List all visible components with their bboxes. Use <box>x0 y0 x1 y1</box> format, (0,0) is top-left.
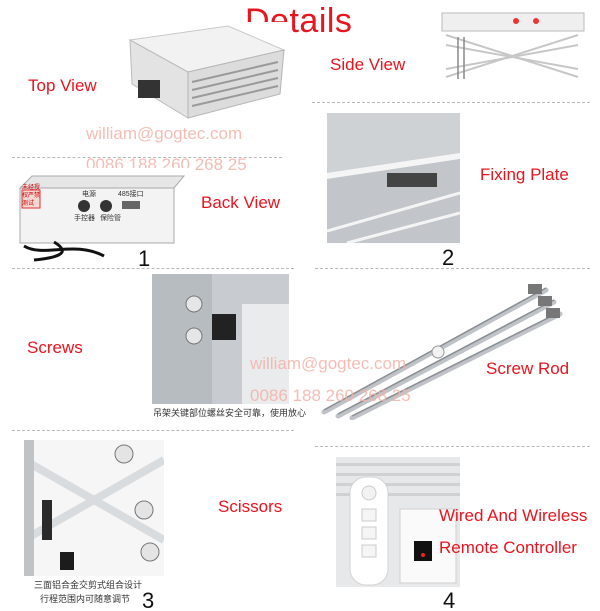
screws-caption: 吊架关键部位螺丝安全可靠，使用放心 <box>153 408 307 418</box>
back-panel-manual: 手控器 <box>74 215 95 222</box>
scissors-photo <box>24 440 164 576</box>
back-view-label: Back View <box>201 193 281 212</box>
back-panel-power: 电源 <box>82 191 96 198</box>
side-view-label: Side View <box>330 55 406 74</box>
divider <box>12 157 282 158</box>
screws-photo <box>152 274 289 404</box>
divider <box>312 102 590 103</box>
divider <box>12 430 294 431</box>
remote-controller-label-line2: Remote Controller <box>439 538 577 557</box>
divider <box>315 268 590 269</box>
number-4: 4 <box>443 588 456 611</box>
back-panel-fuse: 保险管 <box>100 215 121 222</box>
remote-controller-label-line1: Wired And Wireless <box>439 506 588 525</box>
watermark-email-2: william@gogtec.com <box>250 354 407 373</box>
fixing-plate-label: Fixing Plate <box>480 165 569 184</box>
divider <box>315 446 590 447</box>
remote-controller-photo <box>336 457 460 587</box>
back-panel-485: 485接口 <box>118 191 144 198</box>
scissors-label: Scissors <box>218 497 283 516</box>
screw-rod-photo <box>318 280 563 420</box>
scissors-caption-line2: 行程范围内可随意调节 <box>40 594 131 604</box>
top-view-photo <box>118 22 288 124</box>
screw-rod-label: Screw Rod <box>486 359 570 378</box>
side-view-photo <box>428 7 588 87</box>
number-2: 2 <box>442 245 455 270</box>
fixing-plate-photo <box>327 113 460 243</box>
number-1: 1 <box>138 246 151 271</box>
number-3: 3 <box>142 588 155 611</box>
watermark-phone-2: 0086 188 260 268 25 <box>250 386 411 405</box>
watermark-email-1: william@gogtec.com <box>86 124 243 143</box>
scissors-caption-line1: 三面铝合金交剪式组合设计 <box>34 580 143 590</box>
screws-label: Screws <box>27 338 83 357</box>
back-view-photo: 未经授权严禁测试 电源 485接口 手控器 保险管 <box>14 168 194 263</box>
back-panel-warning: 未经授权严禁测试 <box>22 185 41 207</box>
top-view-label: Top View <box>28 76 97 95</box>
divider <box>12 268 294 269</box>
